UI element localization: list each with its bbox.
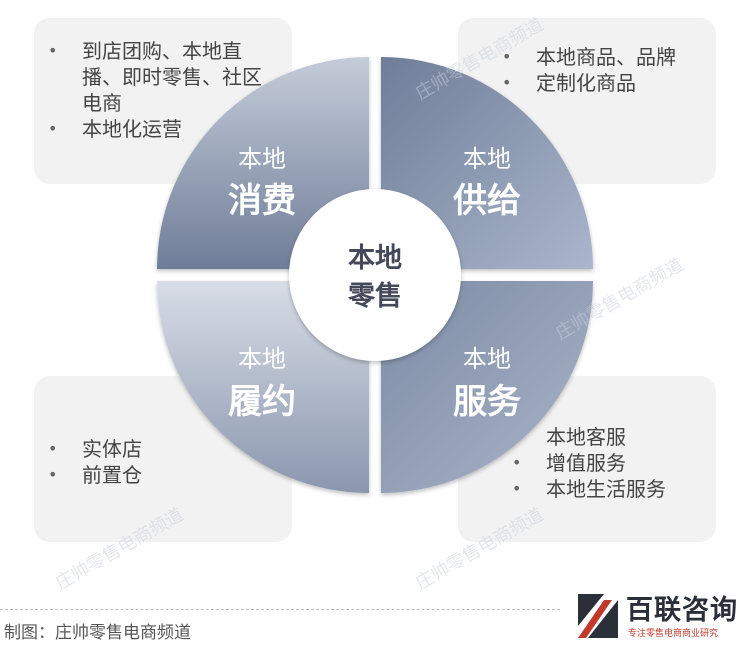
center-label-line2: 零售 <box>347 280 402 312</box>
list-item: 定制化商品 <box>488 70 716 96</box>
bailian-logo: 百联咨询 专注零售电商商业研究 <box>574 582 750 652</box>
list-item: 增值服务 <box>498 450 716 476</box>
logo-name: 百联咨询 <box>626 595 738 626</box>
quadrant-fulfillment-label-small: 本地 <box>238 345 286 373</box>
watermark: 庄帅零售电商频道 <box>412 504 547 594</box>
list-item: 本地商品、品牌 <box>488 44 716 70</box>
quadrant-supply-label: 供给 <box>452 181 521 221</box>
watermark: 庄帅零售电商频道 <box>52 504 187 594</box>
quadrant-consumption-label: 消费 <box>228 181 296 221</box>
list-item: 到店团购、本地直播、即时零售、社区电商 <box>34 38 272 116</box>
list-item: 前置仓 <box>34 462 292 488</box>
footer-divider <box>0 609 560 610</box>
list-item: 本地化运营 <box>34 116 272 142</box>
service-detail-box: 本地客服 增值服务 本地生活服务 <box>458 376 716 542</box>
quadrant-consumption-label-small: 本地 <box>238 145 286 173</box>
quadrant-service-label: 服务 <box>453 382 521 422</box>
quadrant-supply-label-small: 本地 <box>463 145 511 173</box>
quadrant-fulfillment-label: 履约 <box>228 382 296 422</box>
local-retail-diagram: 本地 消费 本地 供给 本地 履约 本地 服务 本地 零售 庄帅零售电商频道 庄… <box>52 14 687 594</box>
center-circle <box>289 189 461 361</box>
quadrant-service-label-small: 本地 <box>463 345 511 373</box>
list-item: 实体店 <box>34 436 292 462</box>
center-label-line1: 本地 <box>348 243 402 274</box>
list-item: 本地生活服务 <box>498 476 716 502</box>
logo-mark-icon <box>578 594 618 638</box>
chart-credit: 制图：庄帅零售电商频道 <box>4 623 191 643</box>
logo-tagline: 专注零售电商商业研究 <box>628 629 719 639</box>
